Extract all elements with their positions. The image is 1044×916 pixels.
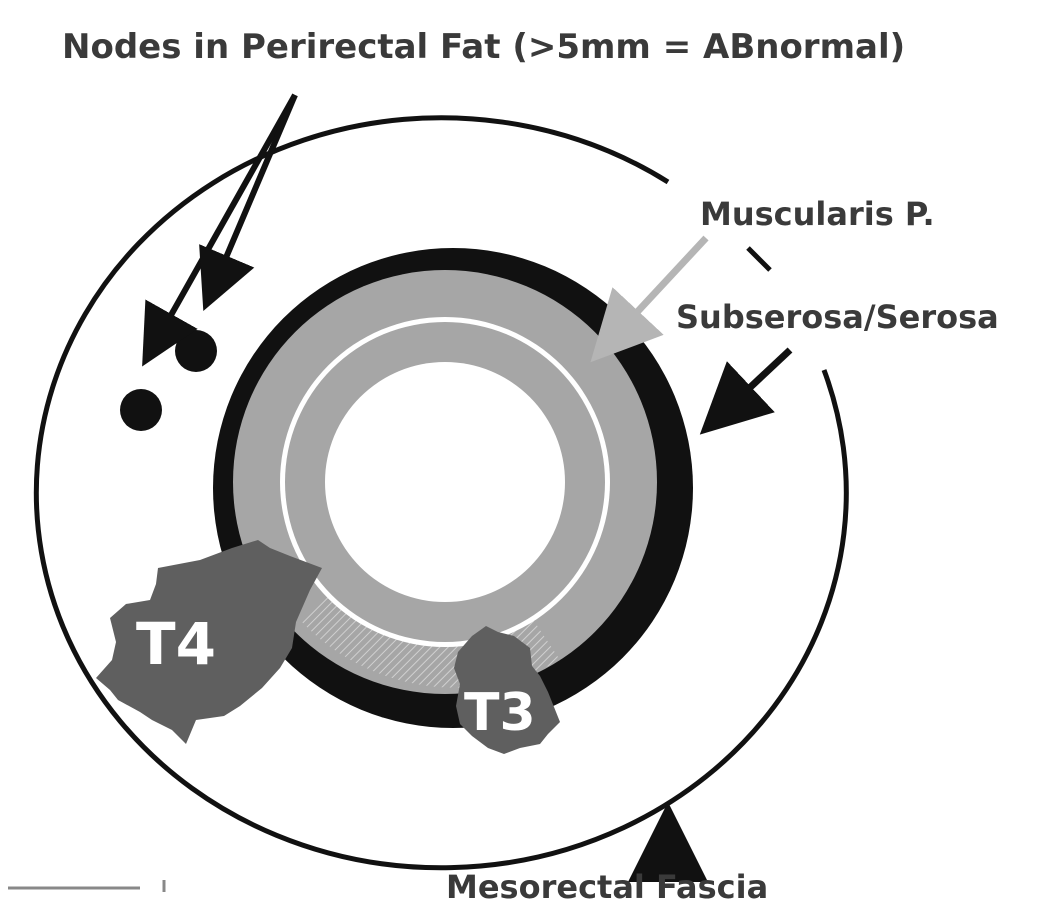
mesorectal-fascia-outline	[33, 115, 849, 871]
node-arrow	[199, 93, 298, 312]
lymph-node	[175, 330, 217, 372]
t3-tumor	[454, 626, 560, 754]
t3-label: T3	[464, 683, 536, 743]
lumen	[325, 362, 565, 602]
node-arrow	[142, 93, 298, 367]
t4-label: T4	[136, 610, 216, 678]
subserosa-label: Subserosa/Serosa	[676, 298, 999, 336]
mesorectal-fascia-dash	[746, 246, 772, 272]
lymph-node	[120, 389, 162, 431]
fascia-label: Mesorectal Fascia	[446, 868, 768, 906]
nodes-label: Nodes in Perirectal Fat (>5mm = ABnormal…	[62, 27, 905, 67]
t4-tumor	[96, 540, 322, 744]
muscularis-arrow	[590, 235, 709, 363]
subserosa-arrow	[699, 347, 793, 435]
muscularis-label: Muscularis P.	[700, 195, 935, 233]
